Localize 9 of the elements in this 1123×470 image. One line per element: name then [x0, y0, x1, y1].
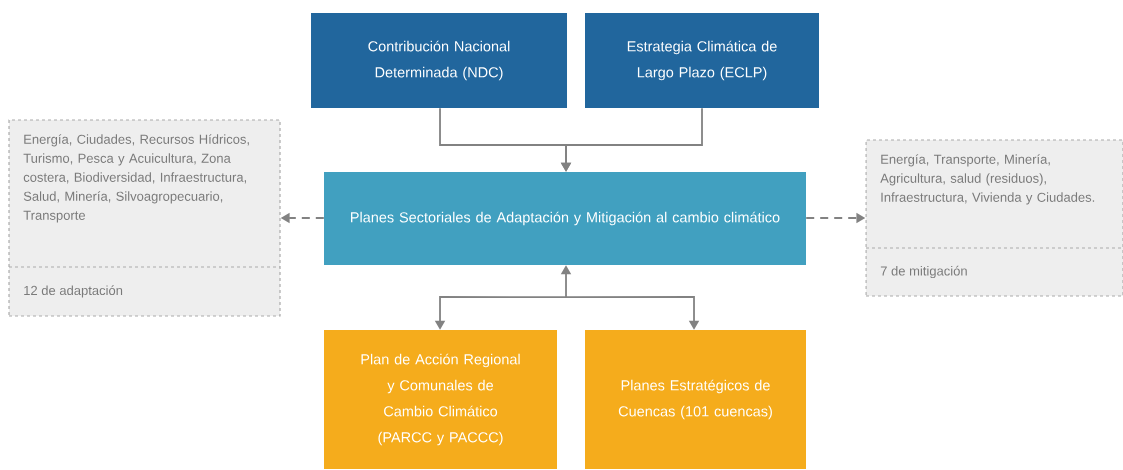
process-box: Planes Estratégicos de Cuencas (101 cuencas): [585, 330, 806, 469]
plan-count: 7 de mitigación: [880, 265, 967, 279]
process-box: Contribución Nacional Determinada (NDC): [311, 13, 567, 108]
sector-list: Energía, Ciudades, Recursos Hídricos, Turismo, Pesca y Acuicultura, Zona costera, Biodiversidad, Infraestructura, Salud, Minería, Silvoagropecuario, Transporte: [23, 134, 249, 223]
sector-list: Energía, Transporte, Minería, Agricultura, salud (residuos), Infraestructura, Vivienda y Ciudades.: [880, 154, 1095, 205]
plan-count: 12 de adaptación: [24, 285, 123, 298]
process-box: Planes Sectoriales de Adaptación y Mitigación al cambio climático: [324, 172, 806, 265]
process-box: Estrategia Climática de Largo Plazo (ECLP): [585, 13, 819, 108]
process-box: Plan de Acción Regional y Comunales de Cambio Climático (PARCC y PACCC): [324, 330, 557, 469]
